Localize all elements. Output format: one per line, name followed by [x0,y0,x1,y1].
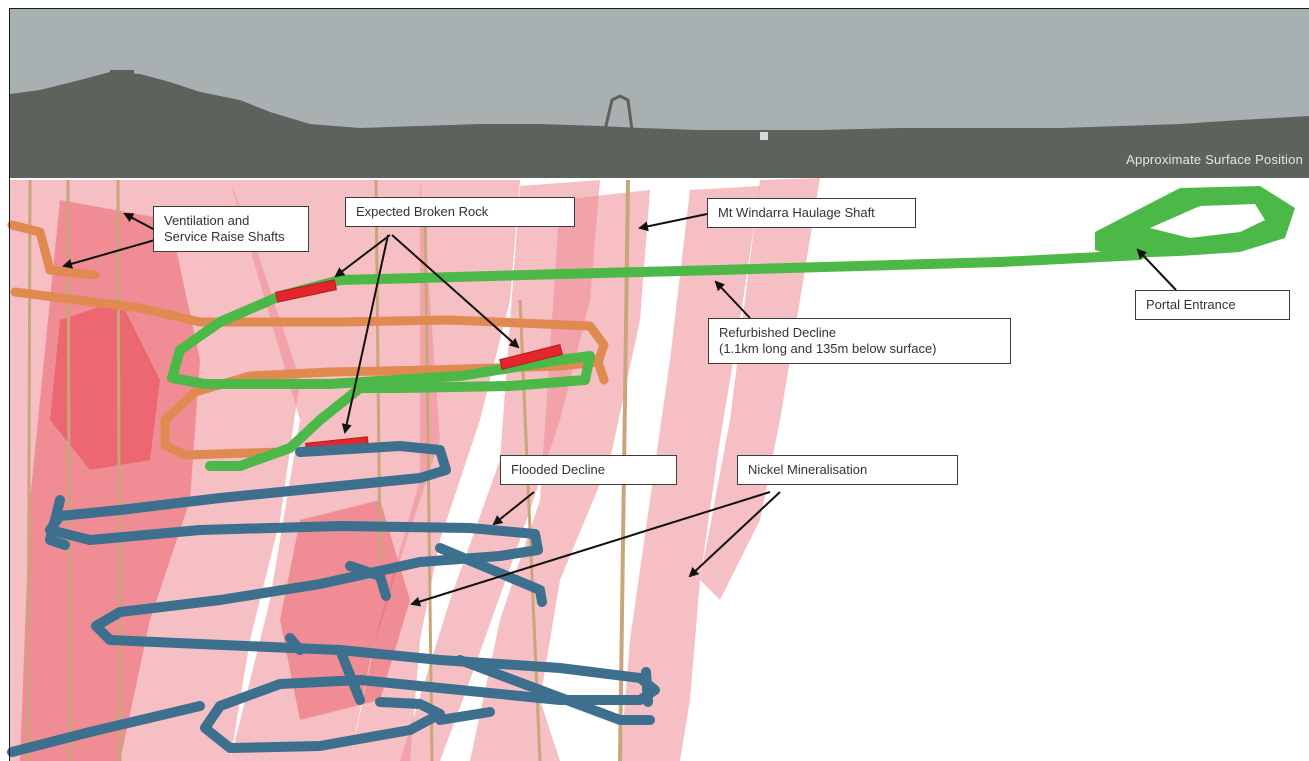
ore-patch-1 [50,300,160,470]
vent-shaft-3 [116,179,122,761]
crosscut-5 [45,495,70,550]
decline-exit [7,701,205,757]
nickel-mineralisation-bodies [10,178,820,761]
crosscut-3 [335,645,365,705]
vent-shaft-2 [66,179,72,761]
crosscut-4 [455,655,655,725]
crosscut-7 [285,633,305,655]
arrow-flooded-decline [492,491,535,526]
annotation-arrows [62,213,1177,607]
crosscut-1 [435,543,547,607]
arrow-ventilation-b [62,239,156,269]
arrow-nickel-1 [410,491,771,607]
surface-strip [10,9,1309,178]
headframe-left [110,70,134,90]
arrow-portal [1136,248,1177,291]
flooded-decline [7,441,660,757]
old-working-upper [7,220,100,280]
arrow-broken-rock-3 [341,234,389,434]
frame-top-border [9,8,1309,9]
nickel-mineralisation-label: Nickel Mineralisation [737,455,958,485]
decline-lower-loops [45,441,660,753]
old-working-loop [10,287,609,460]
crosscut-2 [345,561,391,601]
frame-left-border [9,8,10,761]
haulage-shaft-label: Mt Windarra Haulage Shaft [707,198,916,228]
portal-entrance-label: Portal Entrance [1135,290,1290,320]
surface-building [760,132,768,140]
vent-shaft-1 [26,179,32,761]
expected-broken-rock-label: Expected Broken Rock [345,197,575,227]
ore-patch-2 [280,500,410,720]
portal-spiral [1095,186,1295,258]
ore-lens-8 [700,178,820,600]
arrow-broken-rock-2 [391,234,520,349]
flooded-decline-label: Flooded Decline [500,455,677,485]
arrow-ventilation-a [123,213,156,231]
surface-position-caption: Approximate Surface Position [1126,152,1303,167]
crosscut-6 [435,707,495,725]
arrow-nickel-2 [688,491,781,578]
ventilation-shafts-label: Ventilation and Service Raise Shafts [153,206,309,252]
old-workings [7,220,609,460]
refurbished-decline-label: Refurbished Decline (1.1km long and 135m… [708,318,1011,364]
ore-lens-2 [20,200,200,761]
crosscut-8 [641,667,653,707]
arrow-haulage-shaft [638,213,708,232]
old-working-stub [593,357,609,385]
broken-rock-1 [275,279,337,303]
arrow-broken-rock-1 [334,234,391,278]
arrow-refurbished-decline [714,280,751,319]
broken-rock-2 [499,344,563,370]
ground-silhouette [10,72,1309,178]
headframe-haulage [603,94,634,132]
